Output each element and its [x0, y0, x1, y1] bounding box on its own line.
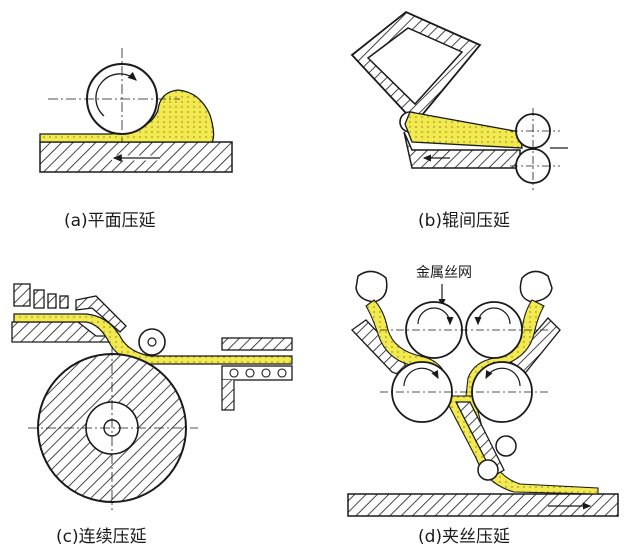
pinch-roll	[495, 435, 517, 457]
slurry-material	[404, 111, 523, 149]
right-hopper	[519, 270, 553, 303]
conveyor-roller	[277, 368, 287, 378]
lower-guide	[454, 401, 505, 477]
base-plate	[347, 493, 619, 517]
caption-panel-a: (a)平面压延	[64, 211, 156, 231]
rotation-arrow	[95, 71, 137, 117]
left-hopper	[355, 270, 388, 303]
press-roll-hub	[147, 337, 157, 347]
conveyor-leg	[221, 380, 235, 411]
rotation-arrow	[417, 307, 454, 326]
panel-a-flat-calendering	[39, 48, 233, 173]
conveyor-frame	[221, 337, 293, 351]
rotation-arrow	[474, 307, 511, 326]
feed-block	[47, 293, 57, 309]
caption-panel-d: (d)夹丝压延	[418, 527, 511, 547]
hopper-inner	[366, 27, 464, 106]
caption-panel-b: (b)辊间压延	[418, 211, 511, 231]
rotation-arrow	[485, 367, 521, 387]
feed-hopper	[75, 295, 127, 333]
slurry-material	[13, 313, 293, 365]
feed-block	[13, 283, 31, 307]
conveyor-roller	[229, 368, 239, 378]
mesh-label: 金属丝网	[416, 265, 472, 281]
conveyor-bed	[221, 365, 293, 381]
conveyor-roller	[245, 368, 255, 378]
conveyor-roller	[261, 368, 271, 378]
rotation-arrow	[403, 367, 439, 387]
panel-b-roll-gap-calendering	[350, 10, 568, 190]
feed-block	[33, 289, 45, 309]
caption-panel-c: (c)连续压延	[56, 527, 147, 547]
feed-block	[59, 295, 69, 309]
panel-c-continuous-calendering	[11, 283, 293, 510]
pinch-roll	[477, 459, 499, 481]
panel-d-wire-mesh-calendering	[347, 270, 619, 517]
